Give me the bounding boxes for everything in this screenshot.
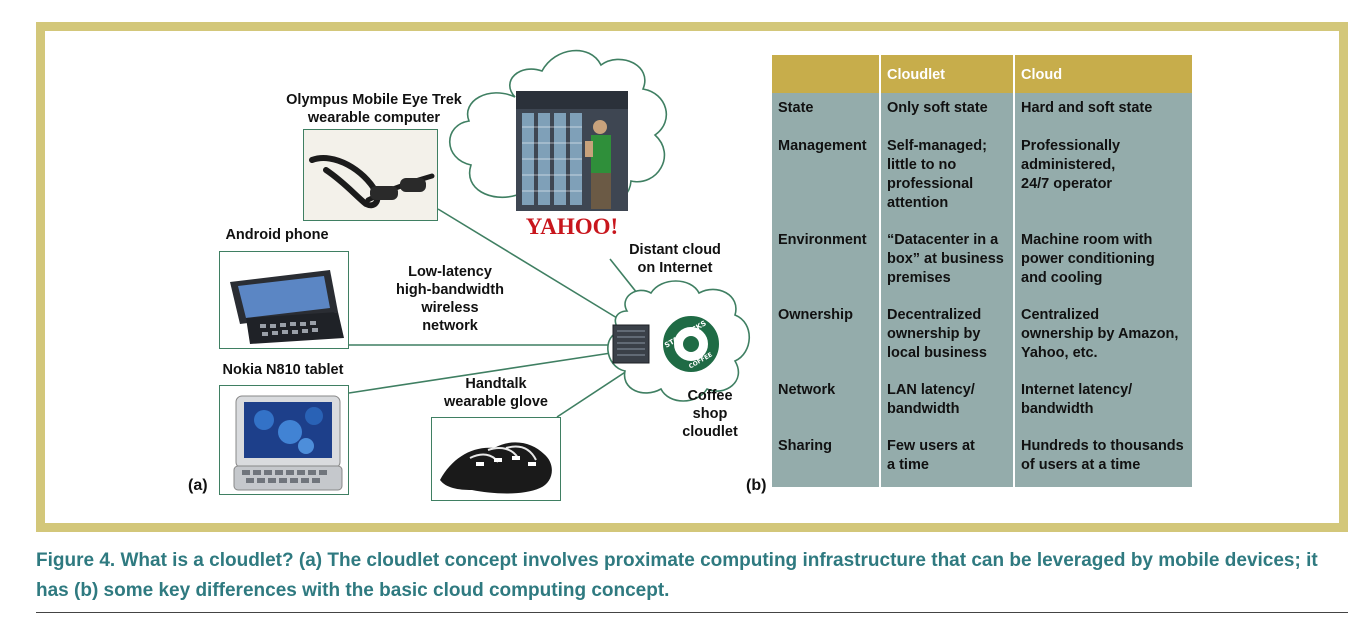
row-attribute: Management — [772, 130, 880, 225]
android-phone-photo — [219, 251, 349, 349]
datacenter-photo — [516, 91, 628, 211]
figure-caption: Figure 4. What is a cloudlet? (a) The cl… — [36, 550, 1318, 601]
connector-nokia — [348, 352, 612, 394]
handtalk-glove-photo — [431, 417, 561, 501]
row-attribute: Environment — [772, 225, 880, 300]
label-android: Android phone — [225, 227, 329, 243]
connector-glasses — [437, 208, 618, 319]
panel-label-a: (a) — [188, 477, 208, 494]
row-attribute: Sharing — [772, 431, 880, 487]
row-attribute: State — [772, 93, 880, 130]
header-blank — [772, 55, 880, 93]
connector-glove — [556, 366, 634, 418]
diagram-graphics: YAHOO! STARBUCKS COFFEE — [348, 49, 750, 418]
yahoo-logo-bg — [523, 211, 621, 241]
bottom-rule — [36, 612, 1348, 613]
row-cloud-value: Hard and soft state — [1013, 93, 1192, 130]
row-cloud-value: Internet latency/bandwidth — [1013, 375, 1192, 431]
row-attribute: Network — [772, 375, 880, 431]
cloudlet-diagram: YAHOO! STARBUCKS COFFEE — [45, 31, 1357, 541]
yahoo-logo: YAHOO! — [526, 214, 618, 239]
starbucks-logo: STARBUCKS COFFEE — [661, 314, 721, 374]
row-cloudlet-value: LAN latency/bandwidth — [879, 375, 1014, 431]
label-nokia: Nokia N810 tablet — [222, 362, 344, 378]
nokia-tablet-photo — [219, 385, 349, 495]
cloudlet-server-icon — [612, 324, 650, 364]
table-header-row: Cloudlet Cloud — [772, 55, 1192, 93]
panel-label-b: (b) — [746, 477, 767, 494]
row-attribute: Ownership — [772, 300, 880, 375]
connector-lines — [348, 208, 646, 418]
header-cloudlet: Cloudlet — [879, 55, 1014, 93]
row-cloudlet-value: Only soft state — [879, 93, 1014, 130]
glasses-photo — [303, 129, 438, 221]
header-cloud: Cloud — [1013, 55, 1192, 93]
figure-frame: YAHOO! STARBUCKS COFFEE — [36, 22, 1348, 532]
